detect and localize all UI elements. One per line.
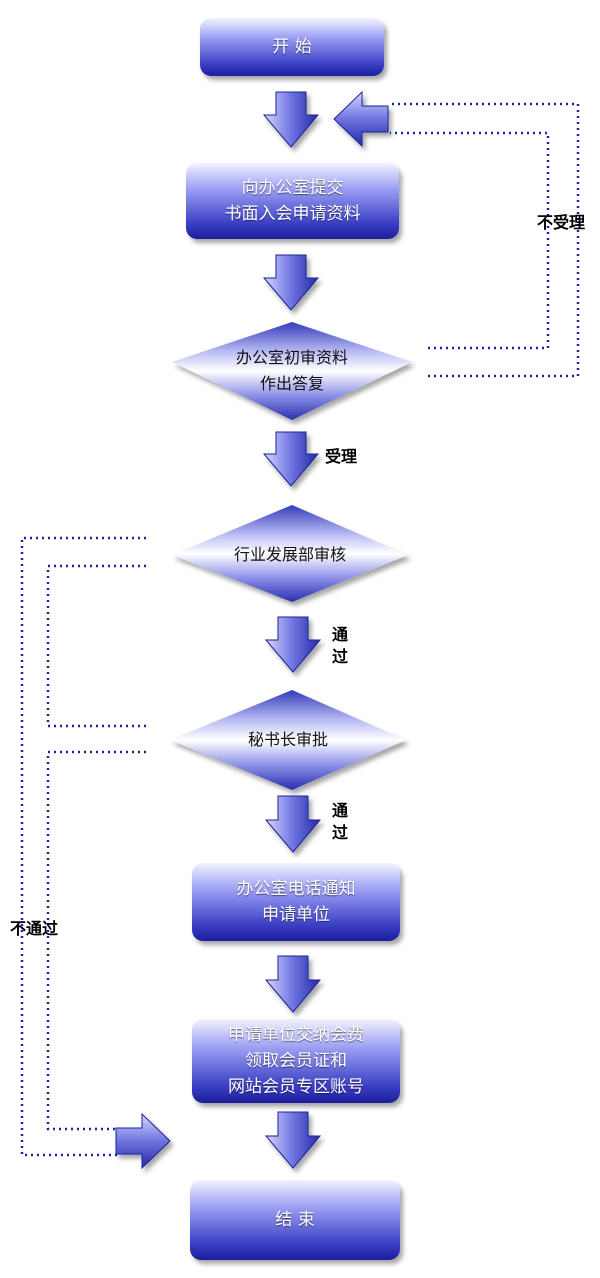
pass-label-1: 通 过 bbox=[332, 625, 349, 666]
office-review-diamond bbox=[172, 322, 412, 420]
down-arrow-icon bbox=[264, 616, 322, 673]
end-box bbox=[190, 1180, 400, 1260]
submit-box bbox=[186, 163, 399, 239]
start-box bbox=[200, 18, 384, 76]
notify-box bbox=[192, 863, 400, 941]
left-arrow-icon bbox=[333, 90, 389, 148]
not-passed-link-line bbox=[46, 564, 146, 728]
industry-review-diamond bbox=[172, 505, 408, 602]
accepted-label: 受理 bbox=[325, 447, 358, 466]
down-arrow-icon bbox=[264, 1111, 322, 1169]
not-accepted-outer-line bbox=[390, 102, 580, 378]
down-arrow-icon bbox=[262, 254, 320, 311]
not-passed-inner-line bbox=[46, 750, 146, 1131]
down-arrow-icon bbox=[262, 431, 320, 487]
down-arrow-icon bbox=[264, 795, 322, 853]
down-arrow-icon bbox=[262, 91, 320, 148]
pay-fee-box bbox=[192, 1019, 400, 1103]
secretary-approval-diamond bbox=[170, 690, 406, 790]
not-accepted-inner-line bbox=[390, 131, 550, 350]
right-arrow-icon bbox=[115, 1112, 171, 1170]
down-arrow-icon bbox=[264, 955, 322, 1013]
not-accepted-label: 不受理 bbox=[537, 213, 586, 232]
not-passed-loop bbox=[20, 536, 146, 1157]
pass-label-2: 通 过 bbox=[332, 801, 349, 842]
not-passed-label: 不通过 bbox=[10, 919, 59, 938]
not-passed-outer-line bbox=[20, 536, 146, 1157]
not-accepted-loop bbox=[390, 102, 580, 378]
